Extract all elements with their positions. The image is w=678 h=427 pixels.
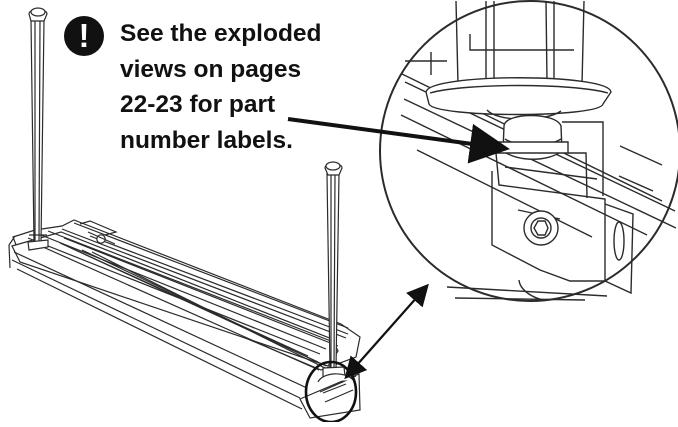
note-line-2: views on pages: [120, 55, 302, 83]
exclamation-icon: !: [64, 16, 104, 56]
detail-magnifier: [379, 0, 678, 302]
assembly-note: ! See the exploded views on pages 22-23 …: [64, 8, 354, 168]
note-text: See the exploded views on pages 22-23 fo…: [120, 16, 350, 158]
pointer-arrow: [287, 117, 510, 164]
note-line-4: number labels.: [120, 126, 293, 154]
callout-double-arrow: [344, 283, 429, 380]
right-post: [317, 161, 354, 394]
note-line-1: See the exploded: [120, 20, 322, 47]
note-line-3: 22-23 for part: [120, 91, 276, 118]
left-post: [27, 7, 49, 251]
